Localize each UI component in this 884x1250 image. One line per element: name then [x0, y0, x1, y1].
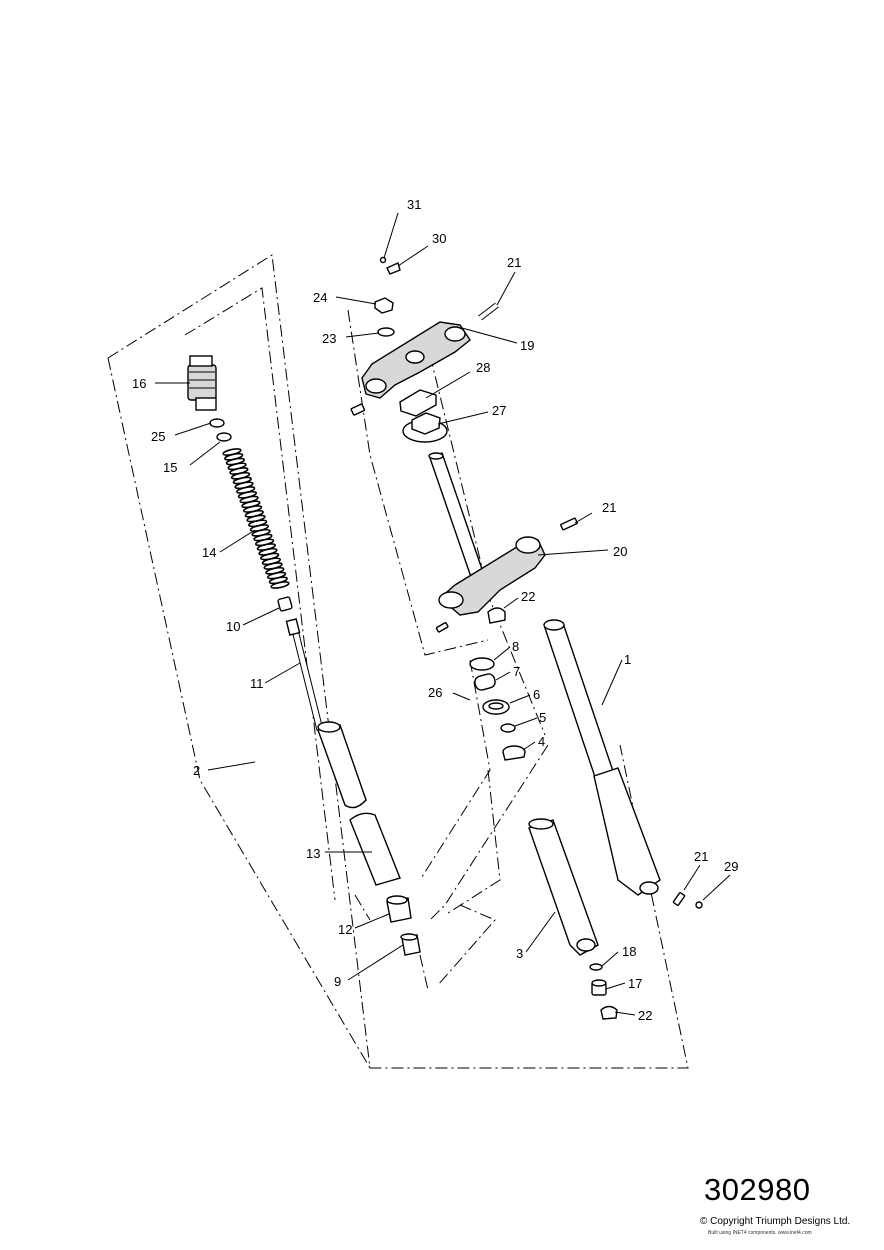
part-bolt-lower-pinch — [435, 622, 449, 633]
part-21-bolt-top — [478, 302, 499, 321]
part-23-washer — [377, 327, 395, 337]
part-22-cap-nut-top — [487, 607, 506, 624]
callout-17: 17 — [628, 976, 642, 991]
part-9-bush — [400, 933, 421, 956]
part-29-plug — [695, 901, 703, 909]
callout-25: 25 — [151, 429, 165, 444]
callout-21-top: 21 — [507, 255, 521, 270]
part-8-oring — [469, 657, 495, 671]
callout-labels: 31 30 24 21 23 19 28 27 16 25 15 14 10 1… — [132, 197, 738, 1023]
callout-22-bottom: 22 — [638, 1008, 652, 1023]
callout-14: 14 — [202, 545, 216, 560]
callout-26: 26 — [428, 685, 442, 700]
callout-29: 29 — [724, 859, 738, 874]
callout-21-mid: 21 — [602, 500, 616, 515]
callout-18: 18 — [622, 944, 636, 959]
callout-2: 2 — [193, 763, 200, 778]
part-21-bolt-mid — [560, 517, 578, 531]
callout-22-top: 22 — [521, 589, 535, 604]
callout-10: 10 — [226, 619, 240, 634]
part-3-lower-leg — [528, 818, 599, 956]
part-bolt-pinch — [350, 403, 366, 416]
part-31-rivet — [379, 256, 387, 264]
part-15-washer — [216, 432, 232, 442]
callout-8: 8 — [512, 639, 519, 654]
part-6-oil-seal — [482, 699, 510, 715]
callout-28: 28 — [476, 360, 490, 375]
part-25-washer — [209, 418, 225, 428]
copyright-notice: © Copyright Triumph Designs Ltd. — [700, 1216, 851, 1227]
callout-15: 15 — [163, 460, 177, 475]
part-4-bush — [502, 745, 526, 761]
part-1-fork-leg — [543, 619, 661, 896]
part-14-spring — [222, 448, 290, 589]
callout-7: 7 — [513, 664, 520, 679]
part-28-nut — [399, 389, 437, 417]
callout-21-lower: 21 — [694, 849, 708, 864]
callout-24: 24 — [313, 290, 327, 305]
callout-27: 27 — [492, 403, 506, 418]
part-steering-stem — [428, 452, 485, 581]
part-30-tab — [386, 262, 401, 275]
part-18-washer — [589, 963, 603, 971]
callout-23: 23 — [322, 331, 336, 346]
callout-3: 3 — [516, 946, 523, 961]
callout-13: 13 — [306, 846, 320, 861]
part-19-top-yoke — [361, 321, 471, 399]
part-10-spacer — [277, 596, 293, 612]
callout-4: 4 — [538, 734, 545, 749]
callout-20: 20 — [613, 544, 627, 559]
part-13-fork-tube — [317, 721, 401, 886]
part-12-bush — [386, 895, 412, 923]
part-16-top-cap — [187, 355, 217, 411]
callout-19: 19 — [520, 338, 534, 353]
callout-16: 16 — [132, 376, 146, 391]
part-7-seal — [474, 673, 496, 691]
callout-11: 11 — [250, 676, 264, 691]
built-with-note: Built using INET4 components. www.inet4.… — [708, 1230, 812, 1236]
callout-9: 9 — [334, 974, 341, 989]
part-17-bolt — [591, 979, 607, 996]
part-21-bolt-lower — [672, 892, 686, 906]
part-24-nut — [374, 297, 394, 314]
part-27-adjuster-nut — [402, 412, 448, 443]
callout-30: 30 — [432, 231, 446, 246]
part-5-clip — [500, 723, 516, 733]
spring-coil — [270, 581, 290, 589]
callout-1: 1 — [624, 652, 631, 667]
part-11-damper-rod — [285, 618, 324, 731]
diagram-reference-number: 302980 — [704, 1172, 811, 1207]
leader-lines — [155, 212, 731, 1016]
callout-5: 5 — [539, 710, 546, 725]
part-22-cap-nut-bottom — [600, 1005, 618, 1020]
part-20-bottom-yoke — [438, 536, 546, 616]
callout-12: 12 — [338, 922, 352, 937]
callout-31: 31 — [407, 197, 421, 212]
callout-6: 6 — [533, 687, 540, 702]
